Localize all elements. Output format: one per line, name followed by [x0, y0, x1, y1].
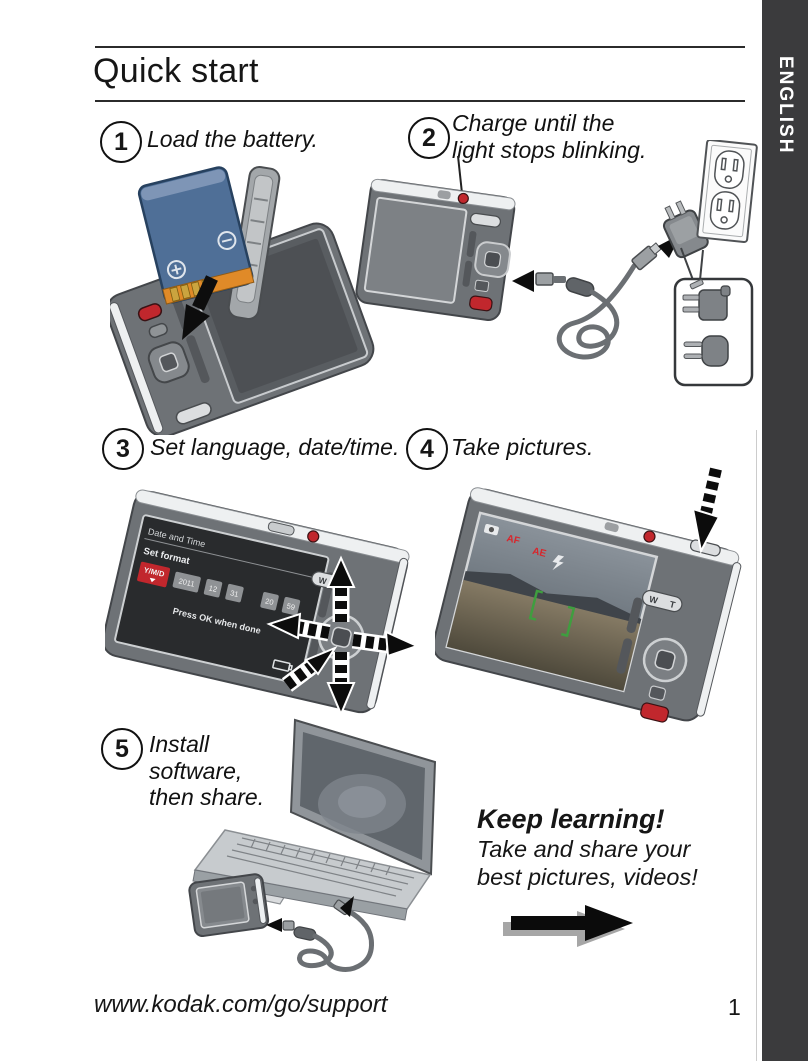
hour-box: 20 — [264, 596, 274, 607]
zoom-rocker: W T — [642, 589, 683, 613]
share-button — [640, 702, 670, 723]
minus-mark-icon — [217, 231, 237, 251]
charging-light — [457, 192, 469, 205]
page-title: Quick start — [93, 52, 259, 90]
uk-plug-adapter — [682, 279, 731, 321]
camera-back: Date and Time Set format Y/M/D 2011 12 3… — [105, 489, 410, 714]
dpad-direction-arrows — [266, 555, 420, 717]
liveview-screen: AF AE — [445, 511, 659, 693]
cable-coil — [556, 263, 637, 360]
keep-learning-arrow-icon — [503, 905, 633, 947]
eu-plug-adapter — [683, 335, 729, 367]
step-1-number: 1 — [100, 121, 142, 163]
step-1-label: Load the battery. — [147, 126, 318, 152]
camera-port-arrow-icon — [266, 918, 282, 932]
install-software-illustration — [188, 718, 437, 972]
camera-back: AF AE W T — [435, 487, 742, 723]
camera-lcd — [363, 196, 468, 304]
ferrite-bead — [565, 277, 595, 297]
shutter-button — [689, 539, 721, 557]
plug-in-arrow-icon — [512, 270, 534, 292]
ae-label: AE — [531, 546, 547, 560]
minute-box: 59 — [286, 601, 296, 612]
battery-load-illustration — [110, 166, 375, 435]
month-box: 12 — [208, 583, 218, 594]
step-5-label: Install software, then share. — [149, 731, 265, 810]
camera-mode-icon — [483, 523, 499, 536]
plus-mark-icon — [166, 260, 186, 280]
camera-front — [188, 873, 270, 938]
step-4-number: 4 — [406, 428, 448, 470]
af-label: AF — [505, 533, 521, 547]
power-adapter — [662, 200, 709, 259]
outlet-socket-bottom — [709, 191, 741, 230]
svg-text:W: W — [318, 575, 329, 587]
record-button — [137, 303, 163, 322]
arrow-ok-icon — [281, 645, 338, 692]
language-sidebar: ENGLISH — [762, 0, 808, 1061]
step-3-number: 3 — [102, 428, 144, 470]
language-setup-illustration: Date and Time Set format Y/M/D 2011 12 3… — [105, 489, 420, 717]
outlet-socket-top — [714, 150, 745, 189]
share-button — [469, 295, 493, 312]
laptop-port-arrow-icon — [340, 896, 354, 917]
keep-learning-title: Keep learning! — [477, 804, 665, 834]
step-2-number: 2 — [408, 117, 450, 159]
settings-screen: Date and Time Set format Y/M/D 2011 12 3… — [114, 514, 330, 685]
arrow-left-icon — [266, 612, 331, 642]
usb-cable-to-camera — [512, 234, 681, 360]
svg-text:T: T — [669, 599, 677, 610]
format-box-selected — [137, 561, 171, 588]
arrow-right-icon — [351, 630, 420, 658]
battery-level-icon — [272, 659, 293, 672]
flash-icon — [552, 555, 565, 571]
svg-text:W: W — [648, 594, 659, 606]
step-4-label: Take pictures. — [451, 434, 594, 460]
review-button — [648, 685, 667, 701]
shutter-arrow-icon — [691, 467, 725, 554]
insert-arrow-icon — [182, 275, 218, 340]
support-url: www.kodak.com/go/support — [94, 991, 388, 1018]
focus-brackets-icon — [528, 589, 576, 638]
take-pictures-illustration: AF AE W T — [435, 467, 742, 723]
arrow-down-icon — [326, 652, 356, 717]
laptop-keyboard — [226, 837, 415, 897]
charging-illustration — [355, 140, 758, 387]
plug-adapters-callout — [673, 247, 754, 387]
keep-learning-block: Keep learning! Take and share your best … — [477, 804, 698, 890]
year-box: 2011 — [178, 576, 196, 588]
arrow-up-icon — [326, 555, 356, 622]
ferrite-bead — [293, 926, 317, 941]
day-box: 31 — [229, 588, 239, 599]
page-number: 1 — [728, 994, 741, 1020]
step-5-number: 5 — [101, 728, 143, 770]
usb-cable — [266, 896, 374, 972]
language-label: ENGLISH — [775, 56, 796, 155]
usb-a-plug — [631, 242, 662, 271]
camera-back — [355, 178, 516, 321]
wall-outlet — [696, 140, 758, 244]
step-3-label: Set language, date/time. — [150, 434, 400, 460]
header-rule-bottom — [95, 100, 745, 102]
header-rule-top — [95, 46, 745, 48]
step-2-label: Charge until the light stops blinking. — [452, 110, 647, 163]
page-edge-line — [756, 430, 757, 1061]
